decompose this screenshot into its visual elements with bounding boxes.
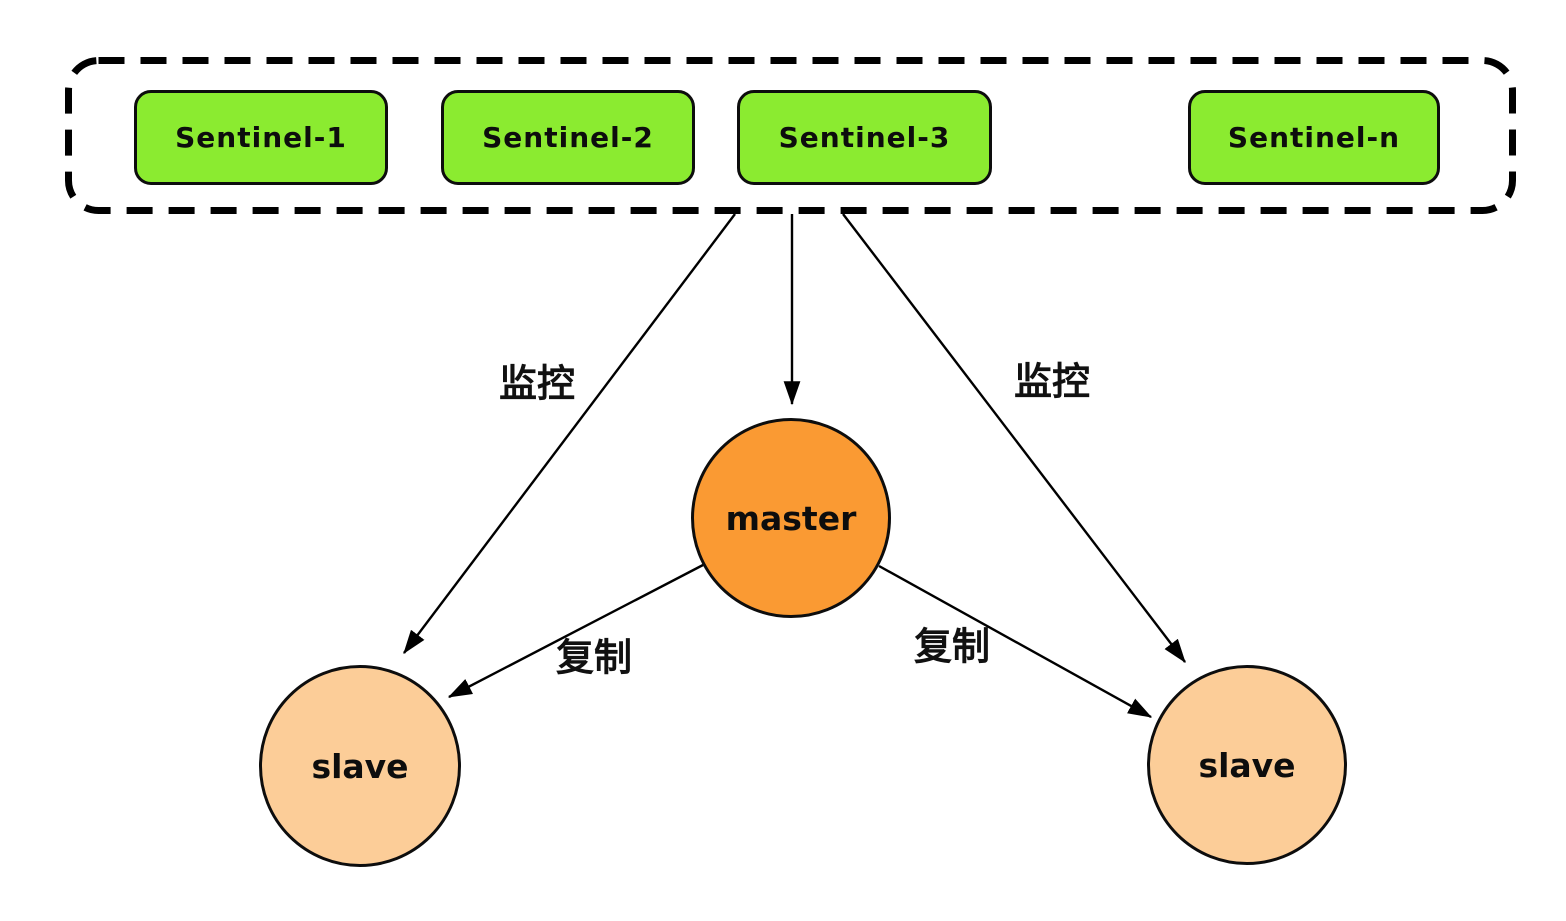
node-slave-right: slave (1147, 665, 1347, 865)
node-slave-left: slave (259, 665, 461, 867)
node-sentinel-n-label: Sentinel-n (1227, 121, 1401, 154)
node-sentinel-3-label: Sentinel-3 (778, 121, 951, 154)
edge-sentinel-to-right-slave (842, 213, 1186, 663)
edge-label-monitor-left: 监控 (498, 361, 576, 406)
node-slave-right-label: slave (1198, 745, 1296, 785)
node-sentinel-2: Sentinel-2 (441, 90, 695, 185)
edge-label-replicate-left: 复制 (555, 635, 633, 680)
node-sentinel-n: Sentinel-n (1188, 90, 1440, 185)
sentinel-group-dashed-border (65, 57, 1516, 214)
edge-label-replicate-right: 复制 (913, 624, 991, 669)
edge-master-to-right-slave (878, 564, 1153, 719)
node-sentinel-1-label: Sentinel-1 (175, 121, 347, 154)
node-slave-left-label: slave (311, 746, 409, 786)
node-sentinel-2-label: Sentinel-2 (482, 121, 654, 154)
edge-master-to-left-slave (447, 563, 704, 699)
node-master: master (691, 418, 891, 618)
edge-sentinel-to-left-slave (403, 213, 736, 654)
node-sentinel-1: Sentinel-1 (134, 90, 388, 185)
node-sentinel-3: Sentinel-3 (737, 90, 992, 185)
node-master-label: master (725, 498, 857, 538)
edge-label-monitor-right: 监控 (1013, 359, 1091, 404)
